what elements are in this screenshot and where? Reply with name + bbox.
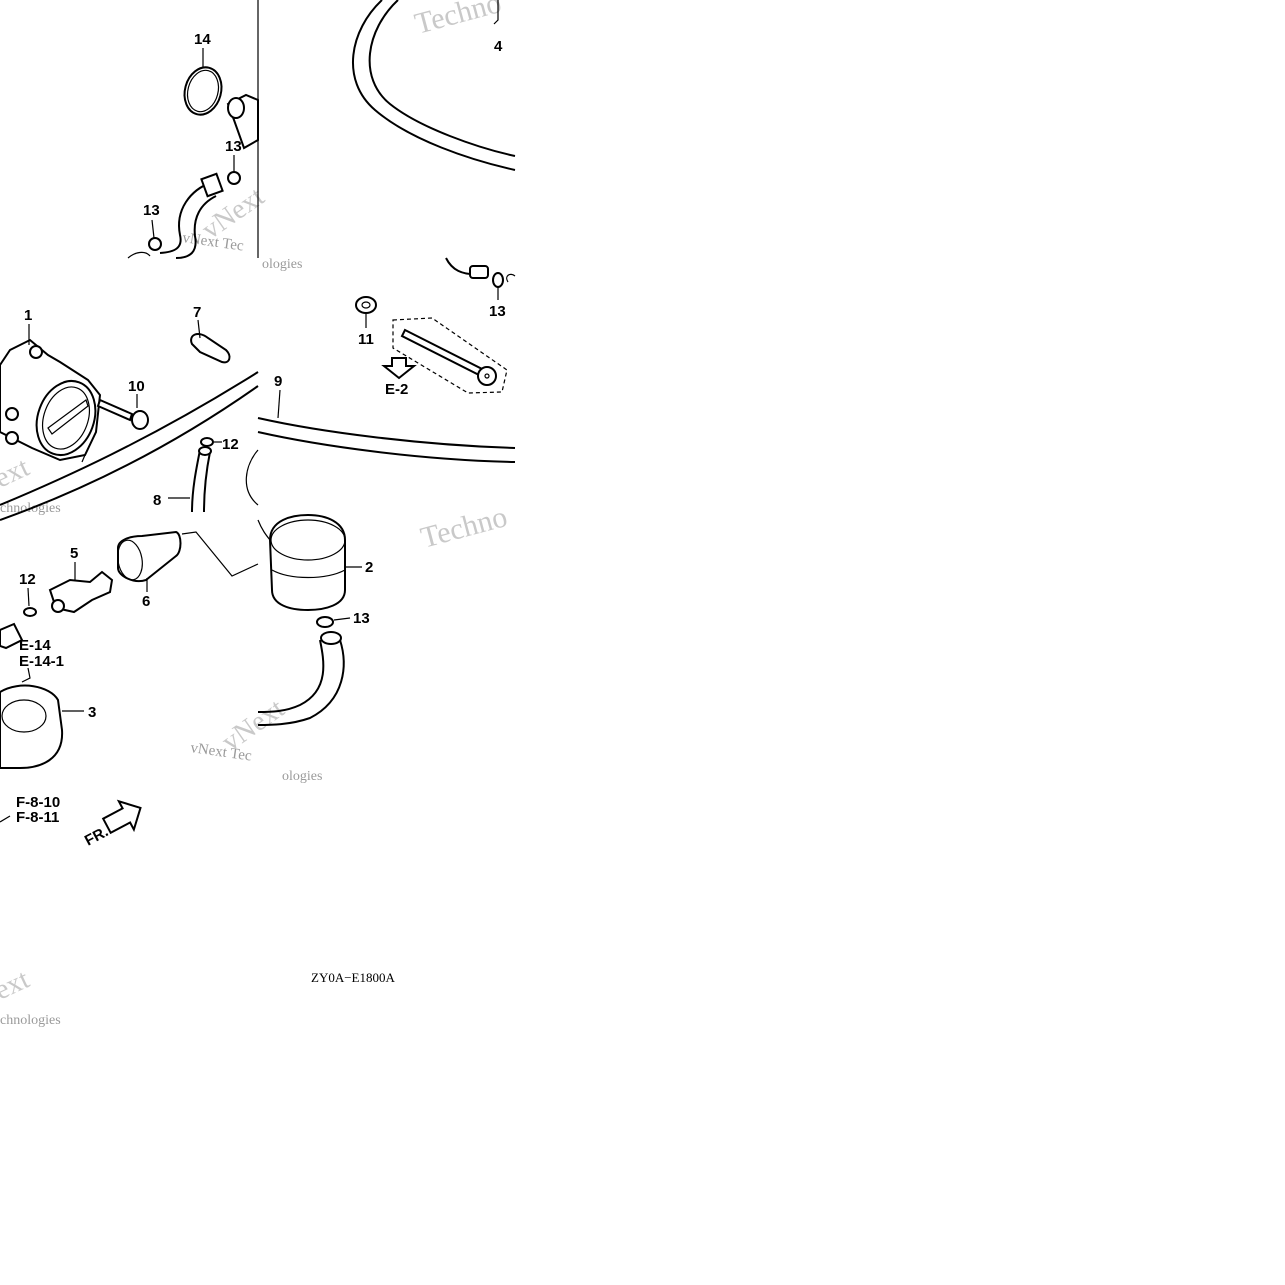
callout-13-b: 13: [143, 202, 160, 219]
bolt-10-head: [131, 410, 149, 430]
front-arrow-icon: [101, 799, 142, 835]
fuel-pump-2-ring: [271, 569, 346, 579]
watermark-ologies-lower: ologies: [282, 769, 322, 784]
clip-7: [190, 333, 231, 364]
connector-6: [117, 530, 182, 582]
grommet-11-hole: [361, 301, 371, 309]
hose-lower-right-outer: [257, 639, 325, 713]
fuel-pump-2: [268, 513, 346, 612]
ref-e14-1: E-14-1: [19, 653, 64, 670]
bolt-shaft: [400, 328, 490, 380]
callout-14: 14: [194, 31, 211, 48]
callout-6: 6: [142, 593, 150, 610]
watermark-techno-mid: Techno: [417, 500, 510, 555]
hose-edge-lower: [127, 251, 151, 259]
callout-11: 11: [358, 331, 374, 348]
pipe-stub: [0, 622, 24, 650]
bolt-head: [477, 366, 497, 386]
watermark-ext-left-mid: ext: [0, 452, 34, 495]
arrow-e2-icon: [381, 357, 417, 380]
throttle-fitting-a: [5, 407, 19, 421]
hose-end-cap: [200, 172, 224, 198]
clamp-13c-end: [506, 273, 516, 283]
intake-3-mouth: [1, 699, 47, 733]
hose-lower-right-top: [320, 631, 342, 645]
intake-3: [0, 684, 64, 769]
hose-8-a: [191, 449, 201, 513]
hose-8-b: [203, 451, 211, 513]
hose-upper-left-outer: [159, 181, 213, 254]
callout-2: 2: [365, 559, 373, 576]
hose-connector-upper-right: [469, 265, 489, 279]
ref-f8-11: F-8-11: [16, 809, 59, 826]
connector-6-leader: [181, 531, 259, 577]
hose-8-top: [198, 446, 212, 456]
hose-9-right-inner: [257, 431, 516, 463]
callout-13-c: 13: [489, 303, 506, 320]
sensor-5-boss: [51, 599, 65, 613]
hose-4-inner: [368, 0, 516, 157]
hose-9-right-outer: [257, 417, 516, 449]
callout-7: 7: [193, 304, 201, 321]
ref-e2: E-2: [385, 381, 408, 398]
leader-7: [197, 319, 201, 339]
clamp-13c: [492, 272, 504, 288]
fuel-pump-2-top: [270, 519, 346, 561]
o-ring-14: [183, 66, 223, 116]
callout-8: 8: [153, 492, 161, 509]
pump-upper-edge: [245, 449, 259, 506]
watermark-vnext-tec-upper: vNext Tec: [181, 230, 245, 254]
clamp-13d: [316, 616, 334, 628]
callout-3: 3: [88, 704, 96, 721]
clamp-13b: [148, 237, 162, 251]
leader-9: [277, 389, 281, 419]
f8-leader: [0, 815, 11, 823]
leader-13b: [151, 219, 155, 239]
pump-bracket-line: [257, 519, 271, 541]
bolt-10: [96, 398, 134, 422]
sensor-5: [48, 570, 114, 614]
diagram-code: ZY0A−E1800A: [311, 970, 395, 985]
watermark-ologies-upper: ologies: [262, 257, 302, 272]
throttle-fitting-b: [5, 431, 19, 445]
callout-1: 1: [24, 307, 32, 324]
ref-f8-10: F-8-10: [16, 794, 60, 811]
connector-6-mouth: [117, 539, 143, 581]
callout-13-a: 13: [225, 138, 242, 155]
pipe-fitting-end: [227, 97, 245, 119]
throttle-plate: [47, 399, 89, 435]
leader-12b: [27, 587, 30, 607]
watermark-technologies-top: Techno: [411, 0, 504, 41]
bolt-box: [392, 317, 508, 394]
callout-13-d: 13: [353, 610, 370, 627]
throttle-mount-boss: [29, 345, 43, 359]
callout-4: 4: [494, 38, 503, 55]
callout-5: 5: [70, 545, 78, 562]
watermark-ext-bottom: ext: [0, 964, 34, 1007]
grommet-11: [355, 296, 377, 314]
hose-9-left-inner: [0, 385, 259, 521]
o-ring-14-inner: [186, 69, 220, 113]
hose-9-left-outer: [0, 371, 259, 506]
callout-12-b: 12: [19, 571, 36, 588]
clamp-12b: [23, 607, 37, 617]
callout-10: 10: [128, 378, 145, 395]
leader-4: [493, 0, 499, 25]
clamp-13a: [227, 171, 241, 185]
callout-9: 9: [274, 373, 282, 390]
throttle-lower-edge: [59, 454, 87, 463]
hose-4-outer: [352, 0, 516, 171]
e14-leader: [21, 667, 31, 683]
ref-e14: E-14: [19, 637, 51, 654]
callout-12-a: 12: [222, 436, 239, 453]
clamp-12a: [200, 437, 214, 447]
watermark-chnologies-bottom: chnologies: [0, 1013, 61, 1028]
throttle-bore-inner: [42, 386, 90, 450]
hose-lower-right-inner: [257, 639, 345, 726]
hose-upper-left-inner: [175, 195, 217, 259]
leader-13d: [333, 617, 351, 621]
bolt-head-center: [484, 373, 490, 379]
